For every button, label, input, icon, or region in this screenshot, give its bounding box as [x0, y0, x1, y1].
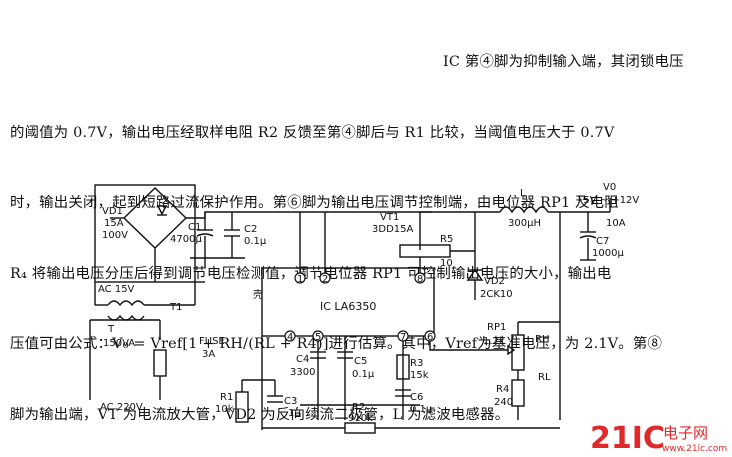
watermark-url: www.21ic.com: [662, 444, 727, 454]
vd1-label: VD1: [102, 206, 123, 217]
fuse-label: FUSE: [199, 336, 225, 347]
vd1-current: 15A: [104, 218, 124, 229]
inductor-label: L: [520, 188, 526, 199]
text-line-2: 的阈值为 0.7V，输出电压经取样电阻 R2 反馈至第④脚后与 R1 比较，当阈…: [10, 124, 615, 141]
bridge-rectifier-box: [94, 184, 196, 283]
text-line-6: 脚为输出端，VT 为电流放大管，VD2 为反向续流二极管，L 为滤波电感器。: [10, 406, 510, 423]
text-line-1: IC 第④脚为抑制输入端，其闭锁电压: [443, 54, 684, 70]
c3-label: C3: [284, 396, 297, 407]
text-line-4: R₄ 将输出电压分压后得到调节电压检测值，调节电位器 RP1 可控制输出电压的大…: [10, 265, 612, 282]
r3-label: R3: [410, 358, 423, 369]
c6-value: 0.1μ: [410, 404, 433, 415]
rl-label: RL: [538, 372, 551, 383]
r5-resistor: [399, 244, 451, 258]
c4-value: 3300: [290, 367, 315, 378]
r5-label: R5: [440, 234, 453, 245]
t1-label: T1: [169, 302, 182, 313]
vout-current: 10A: [606, 218, 626, 229]
r4-value: 240: [494, 397, 513, 408]
text-line-3: 时，输出关闭，起到短路过流保护作用。第⑥脚为输出电压调节控制端，由电位器 RP1…: [10, 195, 619, 211]
rp1-label: RP1: [487, 322, 506, 333]
pin-6: 6: [427, 332, 433, 343]
c1-label: C1: [188, 222, 201, 233]
vout-label: V0: [603, 182, 616, 193]
text-line-5: 压值可由公式：V₀ = Vref[1 + RH/(RL + R4)]进行估算。其…: [10, 336, 663, 352]
pin-4: 4: [287, 332, 293, 343]
r2-value: 910k: [348, 413, 373, 424]
c5-value: 0.1μ: [352, 369, 375, 380]
transformer-t1-secondary: [107, 300, 145, 307]
description-paragraph: IC 第④脚为抑制输入端，其闭锁电压 的阈值为 0.7V，输出电压经取样电阻 R…: [10, 4, 726, 451]
ic-shell-label: 壳: [253, 288, 263, 301]
r2-resistor: [344, 422, 376, 434]
c2-value: 0.1μ: [244, 236, 267, 247]
pin-1: 1: [297, 274, 303, 285]
c4-label: C4: [296, 354, 309, 365]
transformer-power: 150VA: [103, 338, 135, 349]
c5-label: C5: [354, 356, 367, 367]
ac15-label: AC 15V: [98, 284, 135, 295]
circuit-diagram: VD1 15A 100V C1 4700μ C2 0.1μ VT1 3DD15A…: [89, 182, 727, 456]
r5-value: 10: [440, 258, 453, 269]
r4-label: R4: [496, 384, 509, 395]
ic-label: IC LA6350: [320, 300, 376, 313]
pin-7: 7: [400, 332, 406, 343]
watermark-cn: 电子网: [663, 424, 708, 442]
rh-label: RH: [535, 334, 549, 345]
fuse-value: 3A: [202, 349, 215, 360]
r1-resistor: [235, 391, 249, 423]
ic-la6350-body: [261, 267, 435, 337]
c3-value: 1μ: [288, 408, 301, 419]
rp1-potentiometer: [511, 334, 525, 371]
vd2-value: 2CK10: [480, 289, 513, 300]
pin-8: 8: [417, 274, 423, 285]
vt1-label: VT1: [380, 212, 399, 223]
vd1-voltage: 100V: [102, 230, 128, 241]
ac220-label: AC 220V: [100, 402, 143, 413]
vd2-label: VD2: [484, 276, 505, 287]
transformer-label: T: [107, 324, 115, 335]
inductor-l: [499, 206, 549, 214]
pin-5: 5: [315, 332, 321, 343]
c2-label: C2: [244, 224, 257, 235]
r2-label: R2: [352, 402, 365, 413]
c6-label: C6: [410, 392, 423, 403]
rp1-value: 1.2k: [483, 336, 505, 347]
c1-value: 4700μ: [170, 234, 202, 245]
r4-resistor: [511, 379, 525, 407]
vt1-value: 3DD15A: [372, 224, 413, 235]
fuse: [153, 349, 167, 377]
vout-range: +5V ~ +12V: [575, 195, 639, 206]
r1-label: R1: [220, 392, 233, 403]
r3-value: 15k: [410, 370, 429, 381]
r1-value: 10k: [215, 404, 234, 415]
r3-resistor: [396, 354, 410, 380]
c7-value: 1000μ: [592, 248, 624, 259]
c7-label: C7: [596, 236, 609, 247]
pin-2: 2: [322, 274, 328, 285]
inductor-value: 300μH: [508, 218, 541, 229]
watermark-brand: 21IC: [590, 421, 665, 456]
